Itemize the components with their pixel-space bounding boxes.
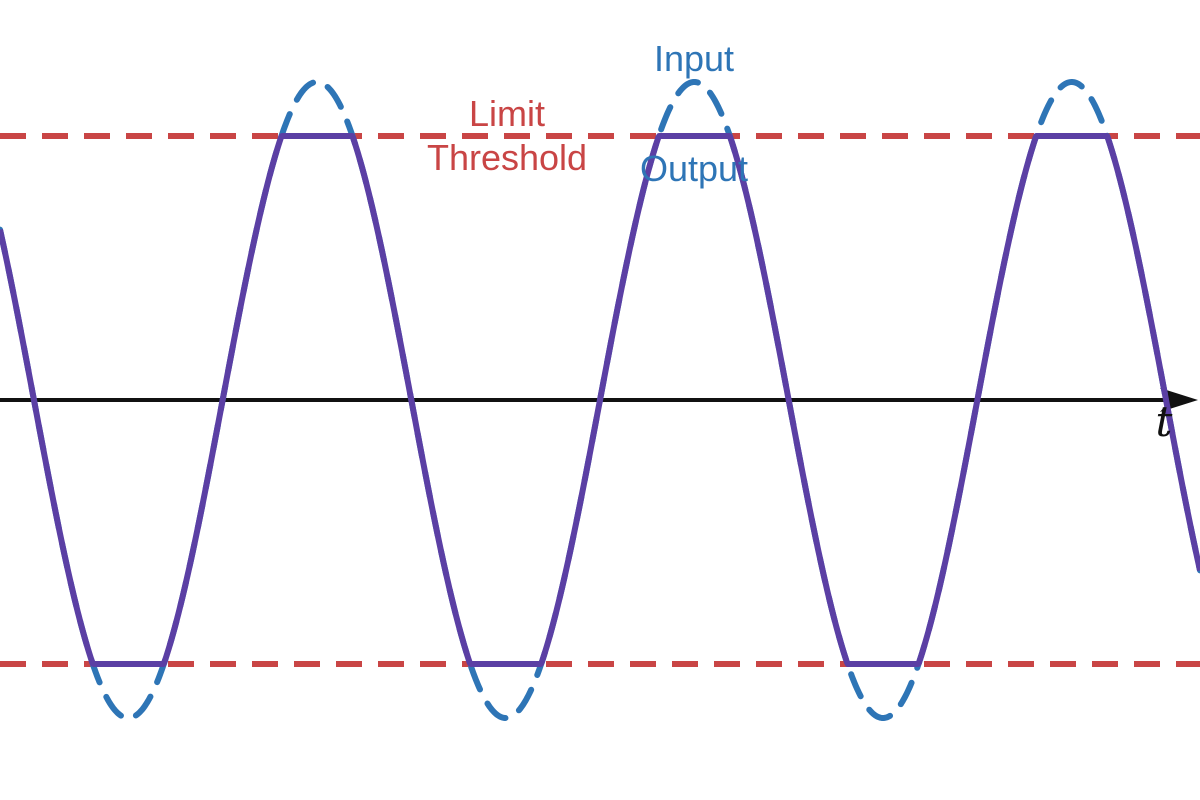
time-axis-label: t: [1156, 397, 1173, 446]
input-label: Input: [654, 38, 734, 79]
output-label: Output: [640, 148, 748, 189]
output-signal-curve: [0, 133, 1200, 667]
limit-threshold-label-line1: Limit: [469, 93, 545, 134]
limit-threshold-label-line2: Threshold: [427, 137, 587, 178]
